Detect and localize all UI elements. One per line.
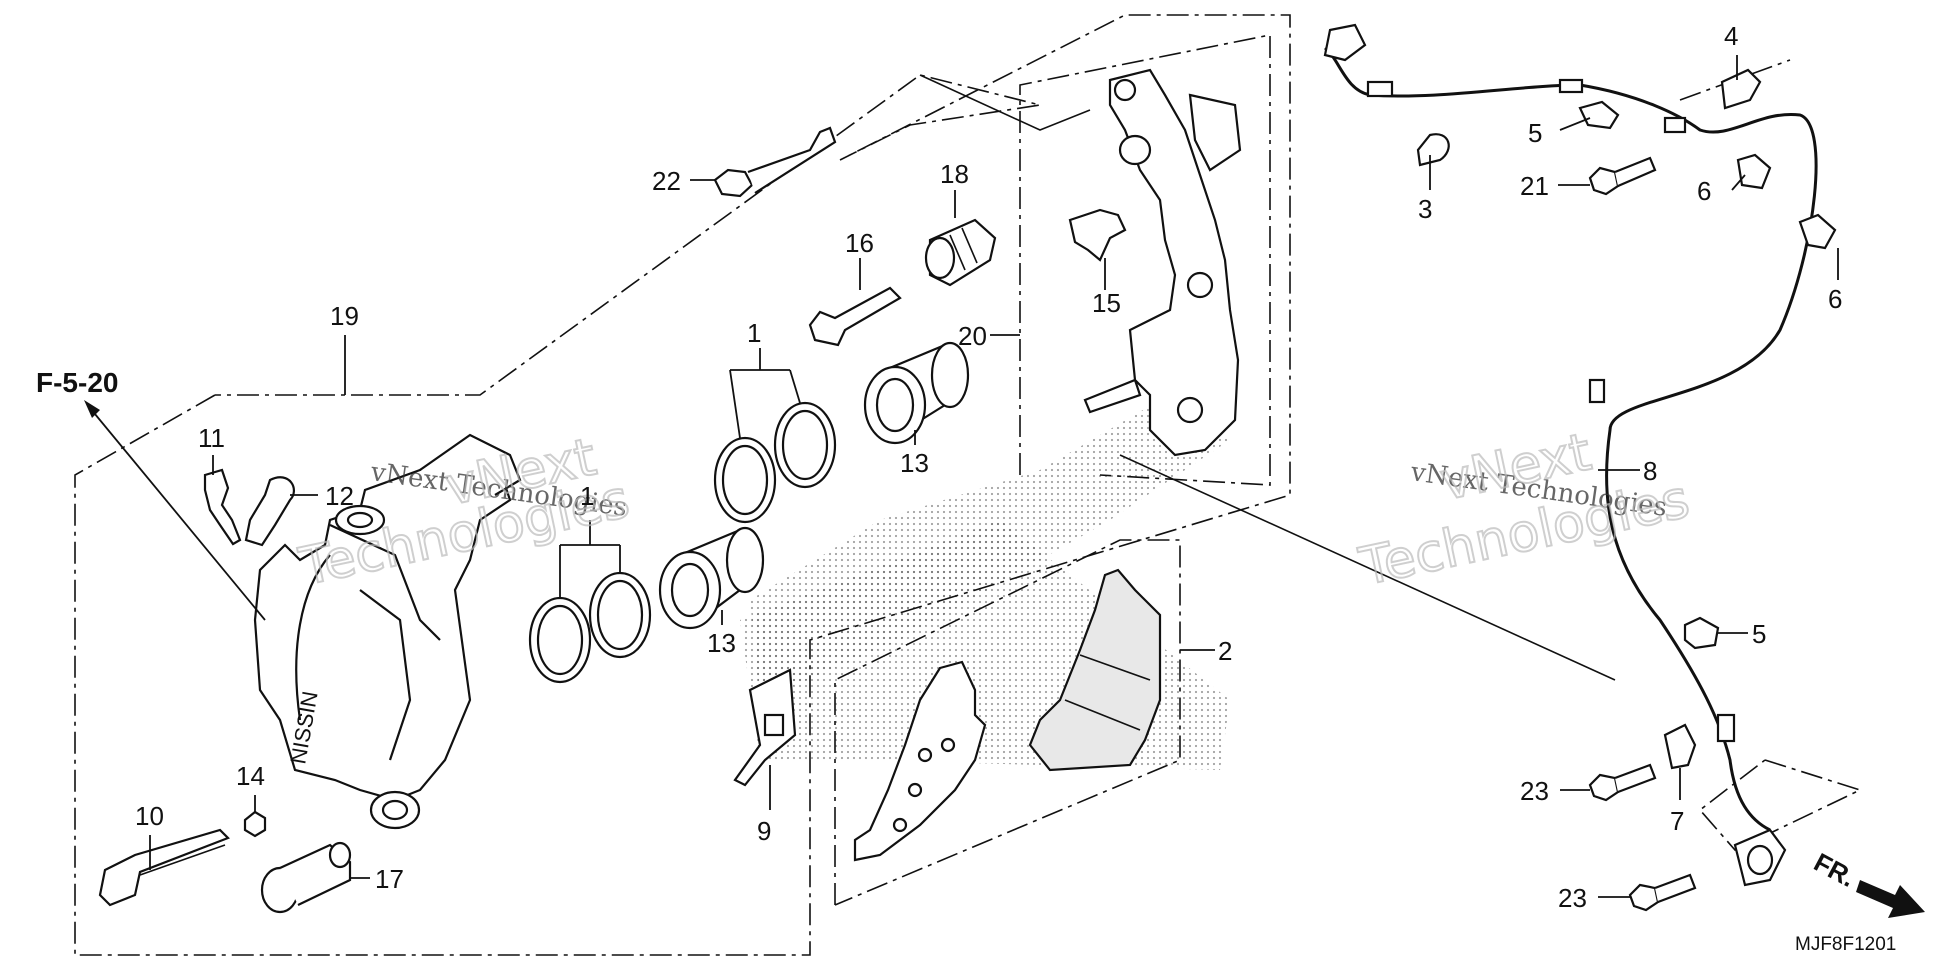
wire-clamp-4 [1720,68,1762,110]
callout-1-lower: 1 [580,481,594,511]
callout-9: 9 [757,816,771,846]
piston-seals-upper [713,401,837,524]
nut [243,810,267,838]
callout-21: 21 [1520,171,1549,201]
reference-label: F-5-20 [36,367,118,398]
front-direction-indicator: FR. [1809,847,1925,918]
caliper-bracket [1083,68,1242,457]
piston-lower [658,526,765,630]
bolt-23-upper [1588,763,1657,802]
wire-clip-6-right [1798,213,1837,250]
callout-10: 10 [135,801,164,831]
slide-pin [808,286,902,347]
callout-23-lower: 23 [1558,883,1587,913]
callout-4: 4 [1724,21,1738,51]
caliper-assembly-boundary [74,14,1291,956]
callout-5-upper: 5 [1528,118,1542,148]
callout-13-lower: 13 [707,628,736,658]
callout-5-lower: 5 [1752,619,1766,649]
brake-pad-front [1028,568,1162,772]
bracket-top-line [919,74,1091,131]
callout-labels: 1 1 2 3 4 5 5 6 6 7 8 9 10 11 12 13 13 1… [135,21,1842,913]
callout-16: 16 [845,228,874,258]
caliper-mount-bolt [713,126,837,198]
wire-clip-6-upper [1736,153,1772,190]
bolt-21 [1588,156,1657,196]
pad-retainer [733,668,797,787]
callout-20: 20 [958,321,987,351]
callout-22: 22 [652,166,681,196]
piston-upper [863,341,970,445]
callout-13-upper: 13 [900,448,929,478]
bleeder-cap [244,476,295,547]
wire-clip-5-upper [1578,100,1620,130]
callout-17: 17 [375,864,404,894]
callout-6-right: 6 [1828,284,1842,314]
callout-leaders [84,55,1839,898]
callout-7: 7 [1670,806,1684,836]
direction-label: FR. [1809,847,1860,893]
direction-arrow-icon [1856,880,1925,918]
wire-clip-3 [1416,133,1450,167]
callout-23-upper: 23 [1520,776,1549,806]
abs-sensor-boundary [1698,759,1863,851]
brake-pad-rear [853,660,987,862]
callout-6-upper: 6 [1697,176,1711,206]
callout-2: 2 [1218,636,1232,666]
bleeder-screw [203,468,242,546]
pad-spring [1068,208,1127,262]
callout-18: 18 [940,159,969,189]
wire-clip-7 [1663,723,1697,770]
callout-15: 15 [1092,288,1121,318]
callout-19: 19 [330,301,359,331]
callout-14: 14 [236,761,265,791]
callout-12: 12 [325,481,354,511]
callout-8: 8 [1643,456,1657,486]
callout-3: 3 [1418,194,1432,224]
bolt-23-lower [1628,873,1697,912]
caliper-body: NISSIN [253,433,522,830]
piston-seals-lower [528,571,652,684]
abs-speed-sensor [1733,828,1787,887]
bracket-group-boundary [1019,34,1271,486]
caliper-sleeve-bolt [260,841,352,914]
bracket-to-sensor-line [1119,454,1616,681]
wire-clip-5-lower [1683,616,1720,650]
callout-1-upper: 1 [747,318,761,348]
abs-sensor-wire [1323,23,1818,832]
callout-11: 11 [198,423,225,453]
pin-bolt [98,828,230,907]
diagram-code: MJF8F1201 [1795,934,1896,955]
pad-group-boundary [834,539,1181,906]
pin-boot [924,218,997,287]
